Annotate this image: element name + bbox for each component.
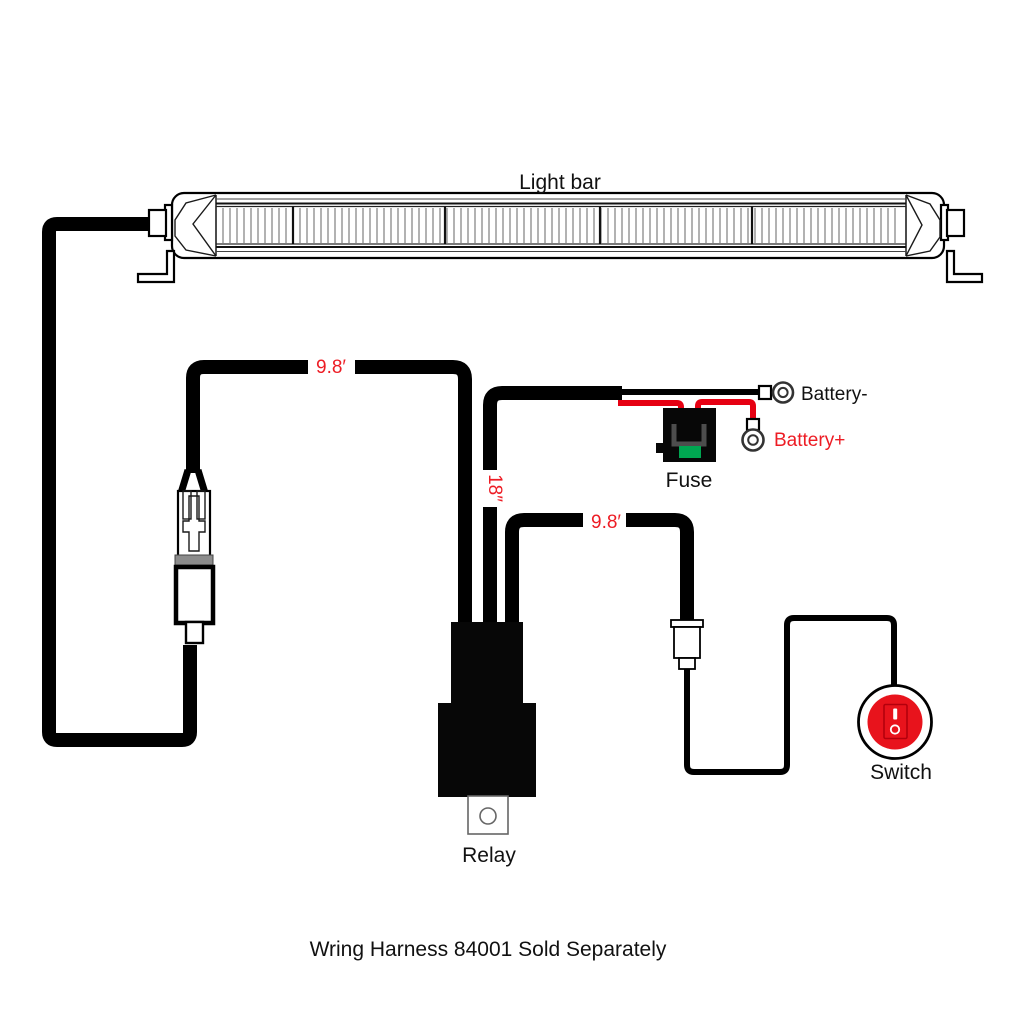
harness-wires <box>42 217 897 775</box>
lightbar-left-endcap-facet <box>192 194 217 257</box>
wire-9-8ft-right-segment <box>355 360 472 623</box>
lightbar-hatch <box>222 208 896 243</box>
switch-button[interactable] <box>867 694 923 750</box>
fuse-holder-tab <box>656 443 663 453</box>
battery-positive-red-wire <box>695 399 756 420</box>
rocker-switch <box>857 684 933 760</box>
switch-lead-wire <box>684 615 897 775</box>
battery-positive-label: Battery+ <box>774 430 845 451</box>
male-connector-wire-split <box>177 468 209 495</box>
light-bar <box>136 191 984 284</box>
lightbar-right-endcap-facet <box>905 194 923 257</box>
battery-negative-ring-hole <box>777 386 789 399</box>
male-connector-pin-slot <box>196 490 206 520</box>
switch-rocker[interactable] <box>883 703 908 740</box>
inline-connector-neck <box>678 657 696 670</box>
lightbar-lens-frame <box>215 205 907 245</box>
diagram-labels: Light bar 9.8′ 18″ 9.8′ Fuse Battery- Ba… <box>310 171 932 961</box>
switch-label: Switch <box>870 761 932 784</box>
relay-connector-block <box>451 622 523 704</box>
battery-positive-ring-hole <box>747 434 759 446</box>
female-connector-body <box>173 564 216 626</box>
wire-length-label-9-8ft: 9.8′ <box>316 357 346 378</box>
switch-on-mark-icon <box>893 708 898 720</box>
relay <box>438 622 536 835</box>
battery-negative-label: Battery- <box>801 384 868 405</box>
inline-connector-flange <box>670 619 704 628</box>
battery-terminals <box>741 381 795 452</box>
male-connector-pin-slot <box>182 490 192 520</box>
fuse-blade <box>679 446 701 458</box>
connector-pair <box>173 468 216 645</box>
wire-length-label-18in: 18″ <box>484 474 505 502</box>
light-bar-label: Light bar <box>519 171 601 194</box>
lightbar-lead-wire <box>42 217 197 747</box>
lightbar-right-bolt <box>945 208 966 238</box>
lightbar-left-bolt <box>147 208 168 238</box>
switch-off-mark-icon <box>889 724 901 735</box>
male-connector-latch-channel <box>182 495 206 552</box>
male-connector-seal-band <box>174 554 214 566</box>
fuse-holder <box>656 408 716 462</box>
lightbar-right-endcap <box>905 194 941 257</box>
diagram-caption: Wring Harness 84001 Sold Separately <box>310 938 667 961</box>
wire-18in-upper-segment <box>483 386 622 470</box>
inline-connector <box>670 619 704 670</box>
inline-connector-body <box>673 626 701 659</box>
battery-positive-ring-terminal <box>741 428 765 452</box>
female-connector-neck <box>184 620 205 645</box>
relay-label: Relay <box>462 844 516 867</box>
battery-negative-ring-terminal <box>771 381 795 404</box>
fuse-holder-slot <box>671 424 707 447</box>
wire-length-label-9-8ft-switch: 9.8′ <box>591 512 621 533</box>
wire-9-8ft-left-segment <box>186 360 308 473</box>
wire-switch-right-segment <box>626 513 694 620</box>
relay-mounting-hole <box>479 807 497 825</box>
relay-body <box>438 703 536 797</box>
lightbar-left-endcap <box>174 194 217 257</box>
fuse-label: Fuse <box>666 469 713 492</box>
wire-switch-left-segment <box>505 513 583 623</box>
fuse-input-red-wire <box>618 400 684 412</box>
lightbar-left-bracket <box>136 249 176 284</box>
lightbar-right-bracket <box>945 249 984 284</box>
battery-negative-ferrule <box>757 384 773 401</box>
